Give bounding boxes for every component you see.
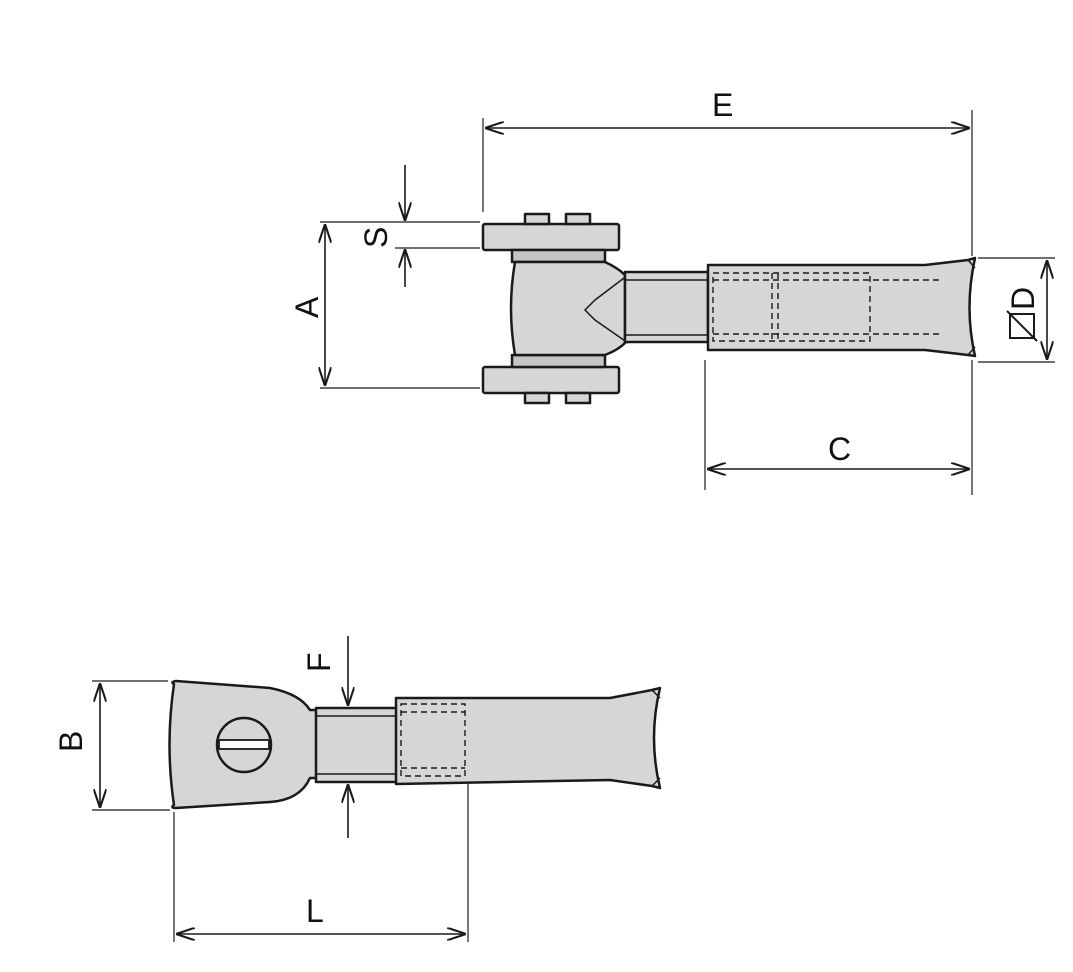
bottom-flange-plate bbox=[481, 365, 621, 395]
dimension-d: D bbox=[978, 257, 1055, 363]
label-d: D bbox=[1005, 287, 1041, 310]
eye-slot bbox=[218, 739, 270, 750]
side-weld-sleeve bbox=[394, 686, 662, 790]
bottom-tab-right bbox=[564, 391, 592, 405]
side-neck bbox=[314, 706, 400, 784]
label-l: L bbox=[306, 893, 324, 929]
bottom-tab-left bbox=[523, 391, 551, 405]
label-b: B bbox=[53, 731, 89, 752]
side-view-hinge bbox=[168, 679, 662, 810]
dimension-e: E bbox=[482, 87, 973, 256]
dimension-c: C bbox=[704, 360, 973, 495]
hinge-neck bbox=[623, 270, 710, 344]
dimension-s: S bbox=[358, 165, 480, 287]
label-a: A bbox=[289, 296, 325, 318]
label-f: F bbox=[301, 652, 337, 672]
dimension-l: L bbox=[173, 784, 469, 942]
top-tab-right bbox=[564, 212, 592, 226]
label-s: S bbox=[358, 227, 394, 248]
top-tab-left bbox=[523, 212, 551, 226]
top-view-hinge bbox=[481, 212, 977, 405]
label-e: E bbox=[712, 87, 733, 123]
diameter-symbol bbox=[1009, 313, 1035, 339]
top-spacer-ring bbox=[510, 248, 607, 264]
knuckle-v bbox=[583, 274, 629, 344]
weld-sleeve bbox=[706, 256, 977, 358]
dimension-f: F bbox=[301, 636, 348, 838]
label-c: C bbox=[828, 431, 851, 467]
pivot-body bbox=[509, 260, 627, 357]
dimension-b: B bbox=[53, 680, 170, 811]
hidden-rod bbox=[712, 272, 871, 342]
bottom-spacer-ring bbox=[510, 353, 607, 369]
top-flange-plate bbox=[481, 222, 621, 252]
dimension-a: A bbox=[289, 221, 480, 389]
side-hidden-rod bbox=[400, 703, 466, 777]
